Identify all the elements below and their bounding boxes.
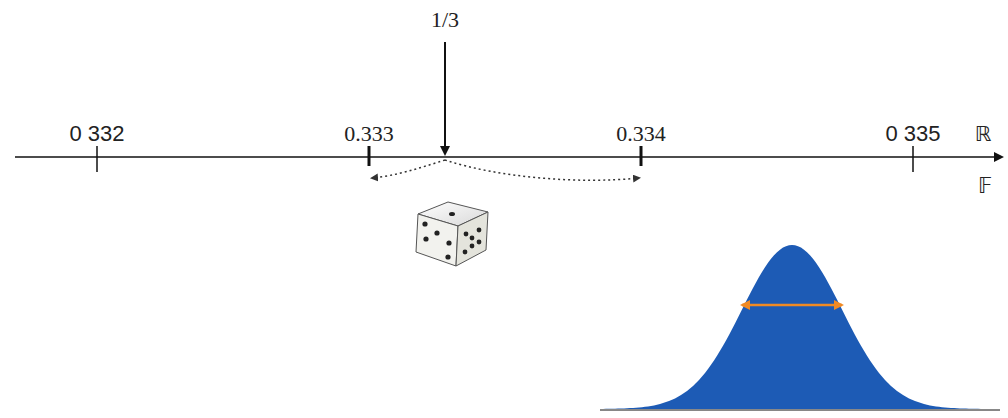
real-axis — [15, 156, 1002, 158]
spread-arrow — [742, 304, 842, 307]
axis-label: ℝ — [975, 124, 992, 145]
tick — [912, 146, 914, 172]
axis-label: 0 332 — [69, 123, 124, 145]
tick — [368, 146, 371, 166]
pointer-arrow — [444, 42, 446, 154]
axis-label: 𝔽 — [978, 176, 992, 197]
tick — [96, 146, 98, 172]
axis-label: 0.333 — [344, 123, 394, 145]
tick — [640, 146, 643, 166]
axis-label: 0.334 — [616, 123, 666, 145]
die-icon — [416, 202, 488, 266]
axis-label: 1/3 — [431, 9, 459, 31]
rounding-arrow — [372, 160, 445, 178]
gaussian-curve — [600, 245, 990, 409]
axis-label: 0 335 — [885, 123, 940, 145]
rounding-arrow — [445, 160, 639, 180]
baseline — [600, 410, 1000, 411]
